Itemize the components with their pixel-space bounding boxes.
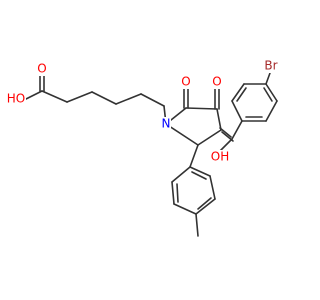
bond-tolyl-inner-1 <box>176 183 179 203</box>
bond-bromophenyl-1 <box>231 100 243 122</box>
atom-label-layer: HO O N O O OH Br <box>6 59 281 164</box>
acid-hydroxyl-label: HO <box>7 92 25 106</box>
bond-bromophenyl-br <box>265 72 271 85</box>
bond-chain-3 <box>91 91 117 105</box>
bond-enol-c-aryl <box>231 120 243 140</box>
bond-chain-2 <box>66 91 93 103</box>
bond-bromophenyl-4 <box>265 83 278 102</box>
label-bg-ring-n <box>161 117 171 131</box>
bond-layer <box>25 72 278 237</box>
ketone-oxygen-label: O <box>212 75 221 89</box>
bond-enol-c-oh <box>219 138 233 152</box>
bond-tolyl-4 <box>195 198 216 215</box>
bond-ring-c5-c4 <box>185 107 218 110</box>
bond-tolyl-inner-2 <box>197 197 212 210</box>
bond-acid-c-oh <box>25 90 43 100</box>
bond-bromophenyl-inner-2 <box>263 87 273 102</box>
enol-hydroxyl-label: OH <box>211 150 229 164</box>
bond-bromophenyl-2 <box>231 83 245 102</box>
bond-bromophenyl-5 <box>265 100 278 122</box>
bond-tolyl-inner-3 <box>191 171 207 180</box>
label-bg-acid-o <box>37 62 47 76</box>
bond-ring-c4-c3 <box>216 108 222 131</box>
bond-tolyl-3 <box>173 203 197 215</box>
bond-chain-1 <box>41 90 68 103</box>
bond-tolyl-methyl <box>195 213 199 237</box>
ring-nitrogen-label: N <box>162 117 171 131</box>
bond-c2-tolyl <box>189 144 199 168</box>
label-bg-enol-oh <box>210 150 230 164</box>
bond-ring-c3-c2 <box>197 129 222 146</box>
acid-carbonyl-oxygen-label: O <box>37 62 46 76</box>
label-bg-bromine <box>262 59 281 73</box>
bond-tolyl-2 <box>171 181 175 205</box>
label-bg-acid-oh <box>6 92 26 106</box>
bond-exocyclic-double-a <box>219 127 232 138</box>
bond-chain-5 <box>140 93 165 107</box>
label-bg-lactam-o <box>181 75 191 89</box>
bond-bromophenyl-inner-1 <box>236 87 247 102</box>
bromine-label: Br <box>264 59 277 73</box>
bond-tolyl-6 <box>189 166 211 177</box>
bond-tolyl-1 <box>171 166 191 183</box>
lactam-oxygen-label: O <box>181 75 190 89</box>
label-bg-ketone-o <box>212 75 222 89</box>
bond-ring-c2-n <box>165 123 199 146</box>
bond-tolyl-5 <box>209 175 216 200</box>
molecule-structure: HO O N O O OH Br <box>6 58 281 237</box>
bond-chain-4 <box>115 93 142 105</box>
